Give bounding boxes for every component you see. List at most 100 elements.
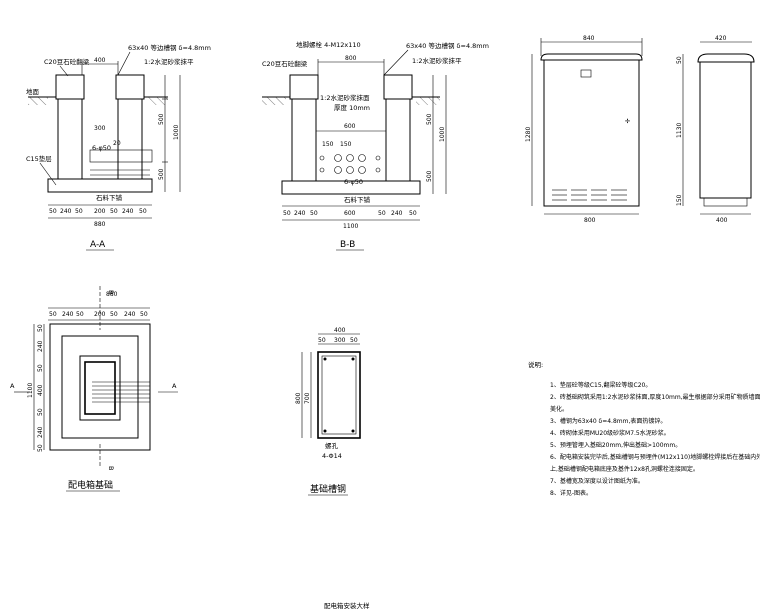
bolt-hole bbox=[351, 357, 355, 361]
dim-s2: 150 bbox=[340, 141, 352, 148]
dim-side-bot: 150 bbox=[676, 194, 683, 206]
leader-line bbox=[383, 49, 409, 76]
pipe-hole bbox=[346, 154, 354, 162]
label-mortar: 1:2水泥砂浆抹平 bbox=[144, 57, 194, 66]
leader-line bbox=[59, 65, 69, 77]
earth-hatch-right bbox=[416, 97, 440, 105]
dim-part: 240 bbox=[60, 208, 72, 215]
leader-line bbox=[39, 162, 57, 186]
section-title-aa: A-A bbox=[90, 240, 106, 250]
frame-outer bbox=[317, 351, 361, 439]
dim-part: 240 bbox=[37, 426, 44, 438]
plan-opening bbox=[79, 355, 121, 421]
dim-part: 200 bbox=[94, 208, 106, 215]
label-plaster: 1:2水泥砂浆抹面 bbox=[320, 93, 370, 102]
dim-part: 50 bbox=[378, 210, 386, 217]
notes: 说明: 1、垫层砼等级C15,翻梁砼等级C20。 2、砖基础砌筑采用1:2水泥砂… bbox=[528, 360, 760, 497]
wall-left bbox=[57, 98, 83, 180]
label-pipe: 6-φ50 bbox=[344, 178, 363, 186]
dim-part: 240 bbox=[62, 311, 74, 318]
earth-hatch-right bbox=[148, 97, 168, 105]
dim-top: 400 bbox=[94, 57, 106, 64]
cap-left bbox=[55, 74, 85, 100]
pipe-bundle bbox=[89, 149, 153, 163]
dim-total: 1100 bbox=[343, 223, 358, 230]
dim-part: 50 bbox=[409, 210, 417, 217]
dim-front-width: 840 bbox=[583, 35, 595, 42]
section-title-bb: B-B bbox=[340, 240, 355, 250]
foundation-plan: 880 50 240 50 200 50 240 50 B B A A 50 2… bbox=[10, 286, 178, 492]
dim-angle: 20 bbox=[113, 140, 121, 147]
dim-part: 240 bbox=[294, 210, 306, 217]
dim-inner: 600 bbox=[344, 123, 356, 130]
pipe-holes bbox=[319, 154, 381, 174]
dim-part: 50 bbox=[310, 210, 318, 217]
dim-part: 240 bbox=[391, 210, 403, 217]
dim-part: 240 bbox=[124, 311, 136, 318]
note-line: 上,基础槽钢配电箱底座及基件12x8孔洞螺栓连接固定。 bbox=[550, 465, 699, 473]
dim-part: 200 bbox=[94, 311, 106, 318]
bolt-hole bbox=[323, 357, 327, 361]
leader-line bbox=[117, 51, 131, 76]
note-line: 2、砖基础砌筑采用1:2水泥砂浆抹面,厚度10mm,最生根据部分采用矿物质墙面 bbox=[550, 393, 760, 401]
axis-b-top: B bbox=[107, 290, 115, 294]
note-line: 5、预埋管埋入基础20mm,伸出基础>100mm。 bbox=[550, 441, 681, 449]
pipe-hole-small bbox=[319, 155, 325, 161]
label-steel: 63x40 等边槽钢 δ=4.8mm bbox=[406, 41, 489, 50]
plan-channel-frame bbox=[84, 361, 116, 415]
dim-left-total: 1100 bbox=[27, 383, 34, 398]
dim-part: 50 bbox=[37, 324, 44, 332]
section-aa: 400 300 C20豆石砼翻梁 63x40 等边槽钢 δ=4.8mm 1:2水… bbox=[26, 43, 211, 251]
wall-right bbox=[117, 98, 143, 180]
axis-b-bottom: B bbox=[107, 466, 115, 470]
cabinet-roof bbox=[540, 53, 643, 61]
label-cover: C20豆石砼翻梁 bbox=[44, 57, 90, 66]
pipe-hole bbox=[334, 166, 342, 174]
dim-part: 240 bbox=[122, 208, 134, 215]
label-base: C15垫层 bbox=[26, 154, 52, 163]
dim-h3: 500 bbox=[426, 170, 433, 182]
dim-part: 240 bbox=[37, 340, 44, 352]
dim-part: 50 bbox=[37, 364, 44, 372]
dim-base-width: 800 bbox=[584, 217, 596, 224]
pipe-hole-small bbox=[319, 167, 325, 173]
dim-part: 50 bbox=[110, 208, 118, 215]
label-bolt: 地脚螺栓 4-M12x110 bbox=[296, 40, 361, 49]
wall-right bbox=[385, 98, 411, 182]
note-line: 美化。 bbox=[550, 405, 568, 413]
dim-total: 880 bbox=[94, 221, 106, 228]
nameplate bbox=[580, 69, 592, 78]
pipe-hole bbox=[334, 154, 342, 162]
sheet-footer: 配电箱安装大样 bbox=[324, 601, 370, 610]
lock-icon: ✢ bbox=[625, 118, 630, 125]
dim-part: 50 bbox=[75, 208, 83, 215]
dim-top: 800 bbox=[345, 55, 357, 62]
dim-mid: 300 bbox=[94, 125, 106, 132]
dim-side-width: 420 bbox=[715, 35, 727, 42]
bolt-hole bbox=[351, 429, 355, 433]
axis-a-left: A bbox=[10, 382, 15, 390]
label-mortar: 1:2水泥砂浆抹平 bbox=[412, 56, 462, 65]
dim-frame-width: 400 bbox=[334, 327, 346, 334]
earth-hatch-left bbox=[262, 97, 286, 105]
cabinet-side-body bbox=[699, 61, 752, 199]
dim-part: 600 bbox=[344, 210, 356, 217]
dim-frame-h-inner: 700 bbox=[304, 392, 311, 404]
plan-title: 配电箱基础 bbox=[68, 479, 113, 491]
dim-part: 50 bbox=[139, 208, 147, 215]
note-line: 8、详见-图表。 bbox=[550, 489, 592, 497]
label-bolt-spec: 4-Φ14 bbox=[322, 452, 342, 460]
label-pipe: 6-φ50 bbox=[92, 144, 111, 152]
dim-front-height: 1280 bbox=[525, 127, 532, 142]
cap-left bbox=[289, 74, 319, 100]
dim-side-mid: 1130 bbox=[676, 123, 683, 138]
note-line: 1、垫层砼等级C15,翻梁砼等级C20。 bbox=[550, 381, 651, 389]
cabinet-roof-side bbox=[697, 53, 755, 63]
frame-title: 基础槽钢 bbox=[310, 483, 346, 495]
note-line: 4、砖砌体采用MU20级砂浆M7.5水泥砂浆。 bbox=[550, 429, 670, 437]
cap-right bbox=[115, 74, 145, 100]
dim-h1: 500 bbox=[158, 113, 165, 125]
dim-part: 50 bbox=[350, 337, 358, 344]
cabinet-side: 420 50 1130 150 400 bbox=[676, 35, 755, 224]
